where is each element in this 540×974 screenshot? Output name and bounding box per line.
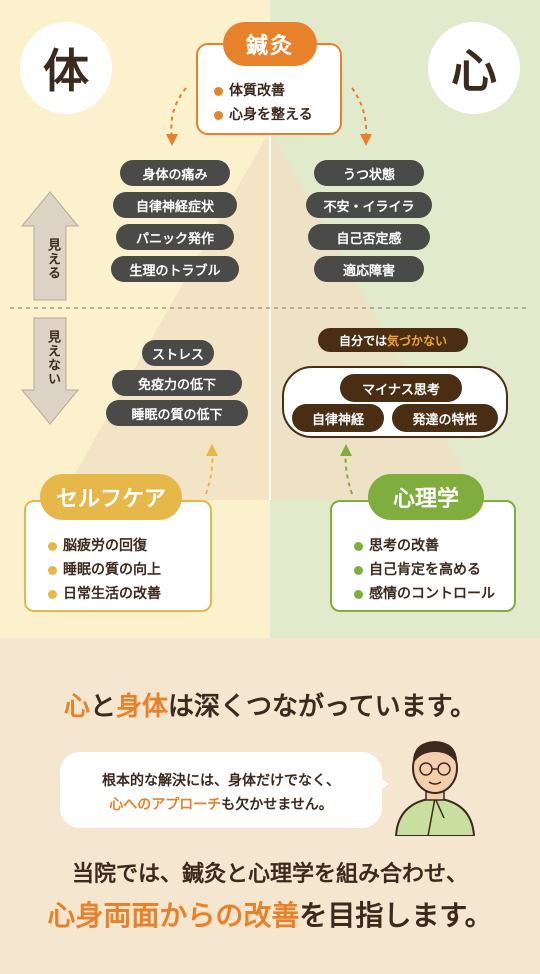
hidden-body-pill: 免疫力の低下	[112, 370, 242, 396]
mind-symptom-pill: 不安・イライラ	[306, 192, 432, 218]
speech-bubble: 根本的な解決には、身体だけでなく、 心へのアプローチも欠かせません。	[60, 752, 382, 828]
psychology-title: 心理学	[368, 474, 484, 520]
selfcare-item: 脳疲労の回復	[48, 534, 161, 558]
invisible-label: 見えない	[45, 330, 60, 386]
arrow-head-psychology	[340, 444, 352, 456]
arrow-down-shape	[20, 317, 80, 425]
psychology-item: 自己肯定を高める	[354, 558, 495, 582]
bullet-dot	[354, 589, 363, 599]
unaware-callout: 自分では気づかない	[318, 328, 468, 352]
body-symptom-pill: 生理のトラブル	[111, 256, 239, 282]
bullet-dot	[354, 541, 363, 551]
mind-symptom-pill: 自己否定感	[308, 224, 430, 250]
body-symptom-pill: 身体の痛み	[120, 160, 230, 186]
acupuncture-item: 体質改善	[214, 79, 313, 103]
bullet-dot	[48, 541, 57, 551]
arrow-head-body	[166, 134, 178, 146]
speech-line-2: 心へのアプローチも欠かせません。	[109, 797, 333, 813]
main-headline: 心と身体は深くつながっています。	[63, 692, 477, 722]
hidden-mind-pill: 発達の特性	[392, 404, 498, 432]
bullet-dot	[214, 86, 223, 96]
arrow-to-body	[170, 87, 187, 139]
arrow-to-mind	[351, 87, 368, 139]
selfcare-box: 脳疲労の回復 睡眠の質の向上 日常生活の改善	[24, 500, 212, 612]
arrow-head-mind	[360, 134, 372, 146]
hidden-mind-pill: 自律神経	[292, 404, 384, 432]
hidden-body-pill: ストレス	[142, 340, 214, 366]
speech-tail	[375, 774, 389, 794]
bullet-dot	[48, 565, 57, 575]
mind-circle: 心	[428, 22, 520, 114]
mind-symptom-pill: 適応障害	[314, 256, 424, 282]
bullet-dot	[354, 565, 363, 575]
bullet-dot	[214, 110, 223, 120]
bottom-line-1: 当院では、鍼灸と心理学を組み合わせ、	[71, 862, 468, 887]
bullet-dot	[48, 589, 57, 599]
body-symptom-pill: 自律神経症状	[113, 192, 237, 218]
mind-symptom-pill: うつ状態	[314, 160, 424, 186]
practitioner-illustration	[394, 741, 476, 836]
arrow-up-shape	[20, 191, 80, 301]
body-circle: 体	[20, 22, 112, 114]
acupuncture-card: 体質改善 心身を整える	[196, 43, 342, 135]
arrow-head-selfcare	[206, 444, 218, 456]
body-symptom-pill: パニック発作	[116, 224, 234, 250]
acupuncture-title: 鍼灸	[223, 22, 317, 66]
speech-line-1: 根本的な解決には、身体だけでなく、	[102, 773, 340, 789]
hidden-mind-pill: マイナス思考	[340, 374, 462, 402]
visible-label: 見える	[45, 238, 60, 280]
psychology-item: 感情のコントロール	[354, 582, 495, 606]
selfcare-item: 日常生活の改善	[48, 582, 161, 606]
bottom-line-2: 心身両面からの改善を目指します。	[47, 899, 493, 932]
hidden-body-pill: 睡眠の質の低下	[106, 400, 248, 426]
psychology-item: 思考の改善	[354, 534, 495, 558]
acupuncture-item: 心身を整える	[214, 103, 313, 127]
selfcare-title: セルフケア	[40, 474, 182, 520]
unaware-highlight: 気づかない	[387, 333, 448, 348]
selfcare-item: 睡眠の質の向上	[48, 558, 161, 582]
